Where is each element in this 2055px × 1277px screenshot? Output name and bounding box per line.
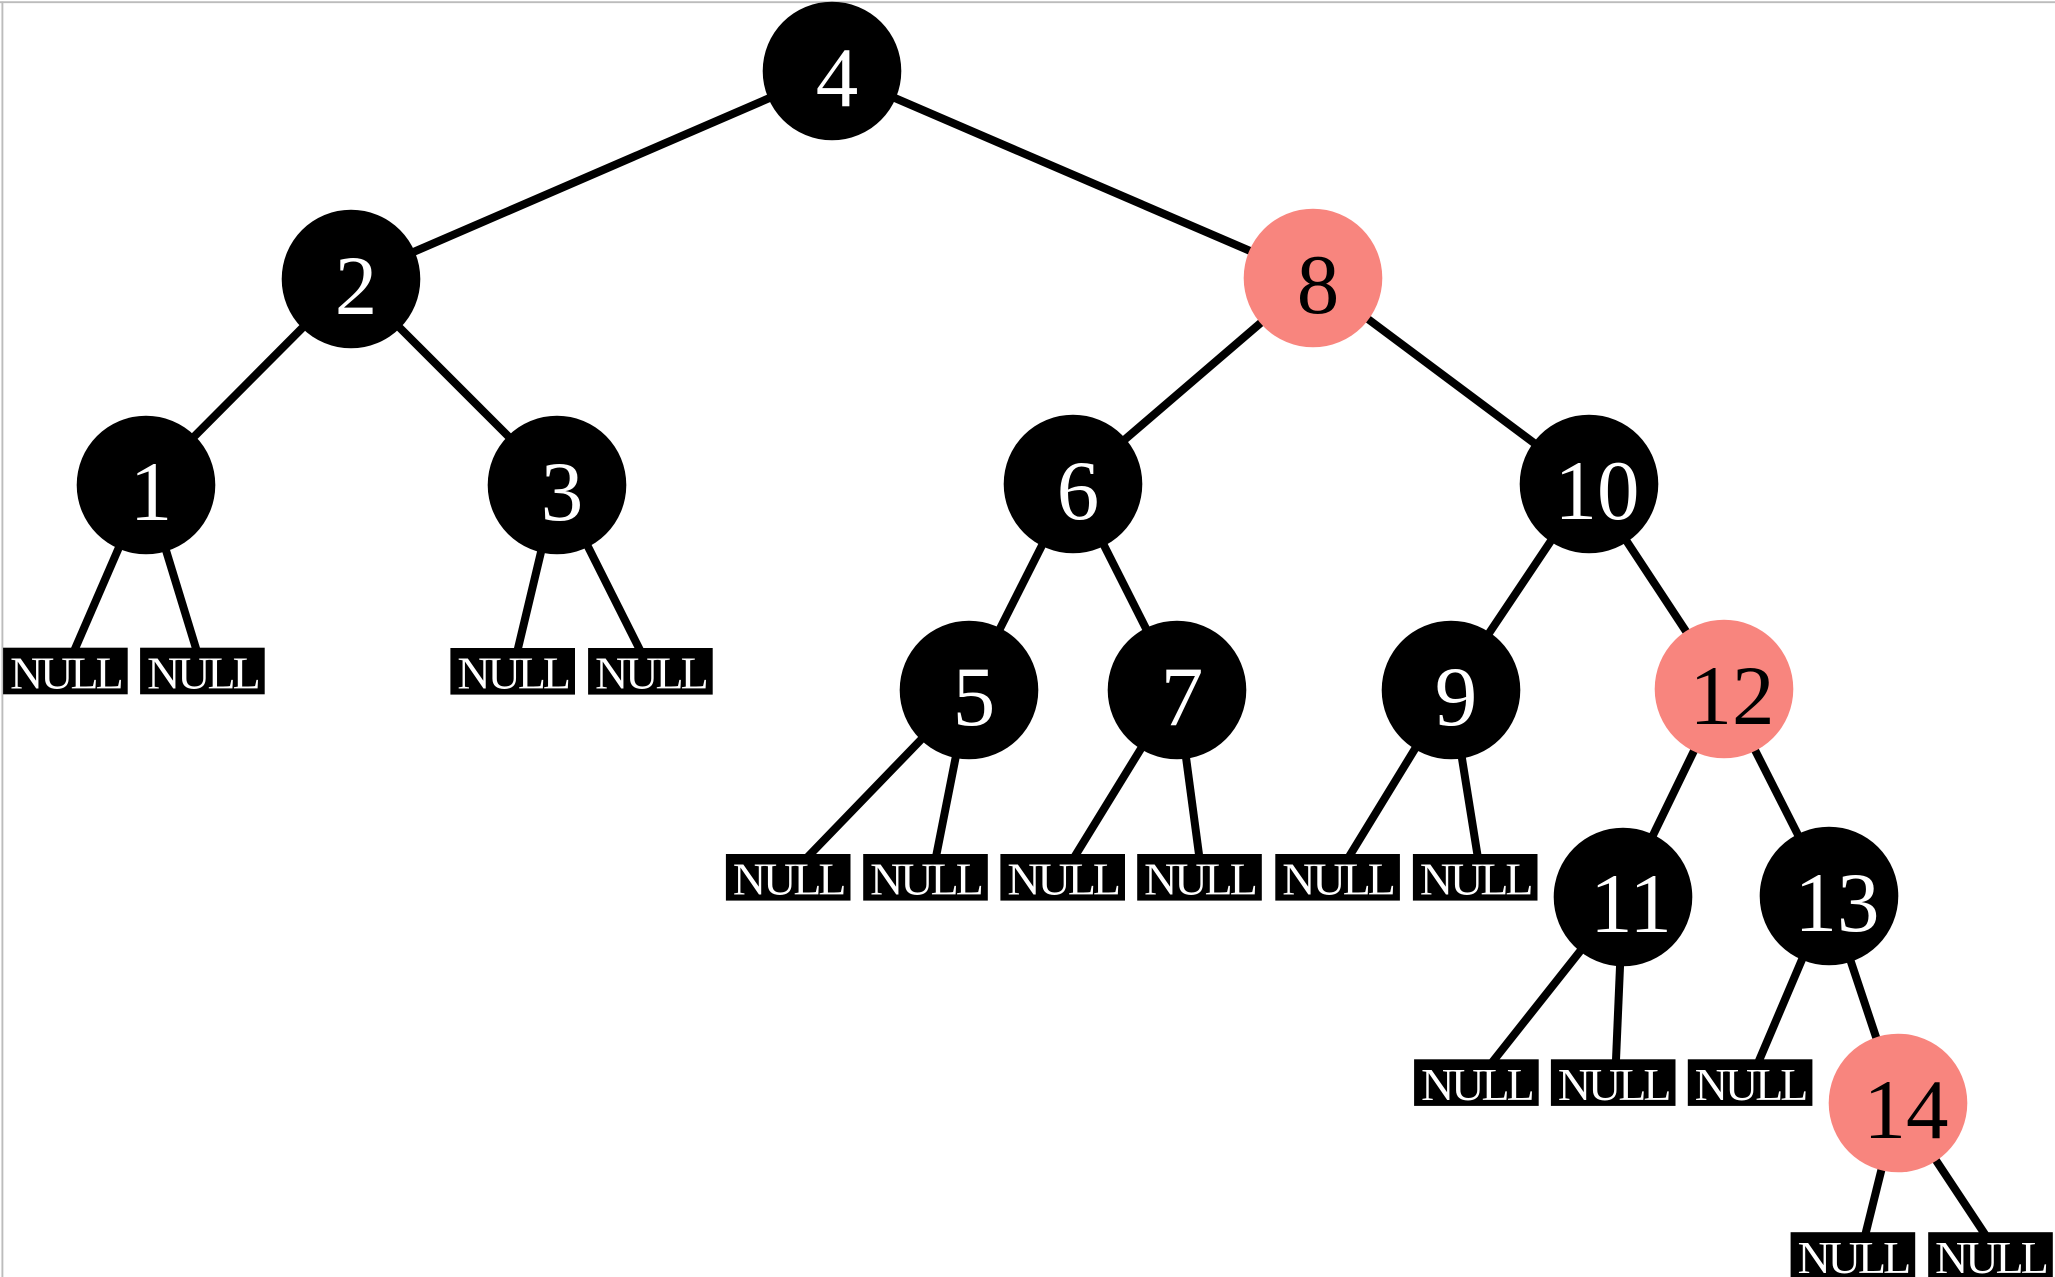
svg-text:NULL: NULL [457,648,569,699]
svg-text:8: 8 [1297,238,1340,332]
svg-text:14: 14 [1864,1063,1949,1157]
svg-text:2: 2 [335,239,378,333]
svg-text:NULL: NULL [595,648,707,699]
svg-text:9: 9 [1435,650,1478,744]
svg-text:NULL: NULL [1935,1232,2047,1277]
svg-text:10: 10 [1555,444,1640,538]
svg-text:NULL: NULL [1282,854,1394,905]
svg-text:6: 6 [1057,444,1100,538]
svg-text:NULL: NULL [10,647,122,698]
svg-text:NULL: NULL [1558,1059,1670,1110]
svg-text:NULL: NULL [147,647,259,698]
svg-text:11: 11 [1590,857,1672,951]
svg-text:NULL: NULL [870,854,982,905]
svg-text:7: 7 [1161,650,1204,744]
svg-text:4: 4 [816,31,859,125]
svg-text:13: 13 [1795,856,1880,950]
svg-text:5: 5 [953,650,996,744]
svg-text:NULL: NULL [1798,1232,1910,1277]
svg-text:NULL: NULL [1420,854,1532,905]
svg-text:12: 12 [1690,649,1775,743]
svg-text:NULL: NULL [1007,854,1119,905]
svg-text:3: 3 [541,445,584,539]
svg-text:1: 1 [130,445,173,539]
svg-text:NULL: NULL [1144,854,1256,905]
svg-text:NULL: NULL [733,854,845,905]
svg-text:NULL: NULL [1695,1059,1807,1110]
svg-text:NULL: NULL [1421,1059,1533,1110]
